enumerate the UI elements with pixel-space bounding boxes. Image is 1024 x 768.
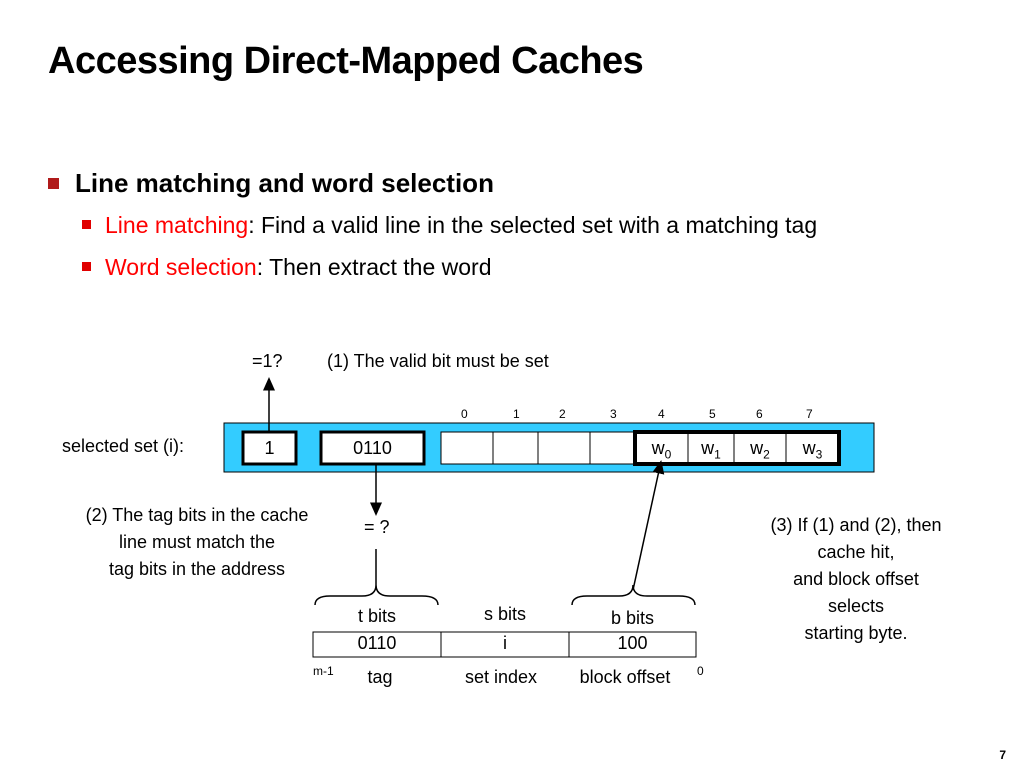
desc-line-matching: : Find a valid line in the selected set … [248,212,818,238]
main-bullet-text: Line matching and word selection [75,168,494,198]
valid-check-label: =1? [252,351,283,371]
selected-set-label: selected set (i): [62,436,185,456]
offset-brace [571,584,696,606]
address-offset-value: 100 [617,633,648,653]
byte-cell [589,431,636,465]
word-w3: w3 [802,438,823,462]
byte-index: 5 [709,407,716,421]
byte-index: 0 [461,407,468,421]
address-set-index-value: i [503,633,507,653]
byte-index: 6 [756,407,763,421]
b-bits-label: b bits [610,608,655,628]
byte-index: 2 [559,407,566,421]
bullet-square-icon [48,177,59,189]
byte-index: 7 [806,407,813,421]
byte-index: 1 [513,407,520,421]
valid-bit-box [241,430,298,466]
byte-cell [733,431,787,465]
desc-word-selection: : Then extract the word [256,254,492,280]
valid-bit-value: 1 [264,438,275,458]
t-bits-label: t bits [357,606,396,626]
set-index-field-name: set index [464,667,538,687]
sub-bullet-line-matching: Line matching: Find a valid line in the … [82,212,817,239]
bullet-square-icon [82,262,91,272]
block-offset-field-name: block offset [579,667,671,687]
page-title: Accessing Direct-Mapped Caches [48,40,644,82]
bullet-square-icon [82,220,91,230]
word-w0: w0 [651,438,672,462]
block-offset-arrow [632,460,665,591]
byte-cell [492,431,539,465]
note-tag-match: (2) The tag bits in the cache line must … [85,505,309,579]
term-word-selection: Word selection [105,254,257,280]
lsb-label: 0 [697,664,704,678]
term-line-matching: Line matching [105,212,249,238]
address-table [312,631,697,658]
note-valid-bit: (1) The valid bit must be set [327,351,549,371]
selected-word-box [633,430,841,466]
word-w1: w1 [701,438,721,462]
msb-label: m-1 [313,664,334,678]
byte-cell [785,431,840,465]
byte-cell [537,431,591,465]
address-tag-value: 0110 [357,633,397,653]
s-bits-label: s bits [483,604,526,624]
note-cache-hit: (3) If (1) and (2), then cache hit, and … [770,515,942,643]
byte-index: 3 [610,407,617,421]
tag-field-name: tag [367,667,393,687]
byte-cell [440,431,494,465]
tag-brace [314,584,439,606]
page-number: 7 [999,748,1006,762]
main-bullet: Line matching and word selection [48,168,494,199]
tag-compare-label: = ? [364,517,390,537]
tag-box [319,430,426,466]
byte-index: 4 [658,407,665,421]
tag-value: 0110 [353,438,392,458]
word-w2: w2 [750,438,770,462]
sub-bullet-word-selection: Word selection: Then extract the word [82,254,492,281]
